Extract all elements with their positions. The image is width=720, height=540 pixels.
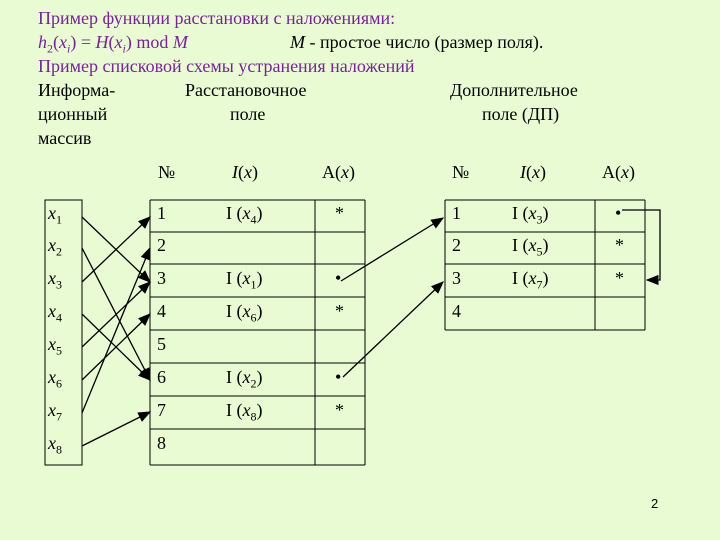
extra-ix-3: I (x7) <box>512 268 549 292</box>
hash-num-4: 4 <box>157 301 166 321</box>
extra-ix-1: I (x3) <box>512 203 549 227</box>
hash-ix-7: I (x8) <box>226 400 263 424</box>
hash-ix-3: I (x1) <box>226 268 263 292</box>
info-item-6: x6 <box>48 367 62 391</box>
arrow-x5 <box>81 281 151 348</box>
info-item-7: x7 <box>48 400 62 424</box>
page-number: 2 <box>651 496 659 511</box>
info-item-8: x8 <box>48 433 62 457</box>
extra-num-2: 2 <box>452 235 461 255</box>
extra-num-3: 3 <box>452 268 461 288</box>
hash-header-ax: A(x) <box>322 162 355 182</box>
info-item-4: x4 <box>48 301 62 325</box>
hash-field-label-2: поле <box>230 104 266 124</box>
pointer-hash3-to-extra1 <box>340 217 445 282</box>
hash-ix-1: I (x4) <box>226 203 263 227</box>
info-item-1: x1 <box>48 203 62 227</box>
extra-ax-2: * <box>615 235 624 255</box>
pointer-extra1-to-extra3 <box>622 209 661 286</box>
extra-header-num: № <box>452 162 470 182</box>
info-item-2: x2 <box>48 235 62 259</box>
extra-header-ax: A(x) <box>602 162 635 182</box>
hash-header-num: № <box>158 162 176 182</box>
pointer-hash6-to-extra3 <box>342 281 444 378</box>
arrow-x3 <box>81 216 151 283</box>
hash-ax-3: • <box>335 268 342 288</box>
extra-ix-2: I (x5) <box>512 235 549 259</box>
arrow-x7 <box>81 246 151 414</box>
formula-note: M - простое число (размер поля). <box>290 32 544 52</box>
info-array-label-1: Информа- <box>38 80 116 100</box>
hash-ax-1: * <box>335 203 344 223</box>
extra-ax-3: * <box>615 268 624 288</box>
info-array-label-3: массив <box>38 128 92 148</box>
extra-ax-1: • <box>615 203 622 223</box>
hash-ax-4: * <box>335 301 344 321</box>
extra-num-4: 4 <box>452 301 461 321</box>
hash-num-2: 2 <box>157 235 166 255</box>
extra-num-1: 1 <box>452 203 461 223</box>
info-item-3: x3 <box>48 268 62 292</box>
info-item-5: x5 <box>48 334 62 358</box>
extra-field-label-1: Дополнительное <box>450 80 578 100</box>
hash-num-1: 1 <box>157 203 166 223</box>
hash-ax-7: * <box>335 400 344 420</box>
hash-num-8: 8 <box>157 433 166 453</box>
heading-line-1: Пример функции расстановки с наложениями… <box>38 8 396 28</box>
hash-num-5: 5 <box>157 334 166 354</box>
hash-ix-6: I (x2) <box>226 367 263 391</box>
arrow-x8 <box>81 411 152 447</box>
info-array-box <box>44 199 83 466</box>
heading-line-3: Пример списковой схемы устранения наложе… <box>38 56 415 76</box>
extra-field-label-2: поле (ДП) <box>482 104 560 124</box>
hash-num-6: 6 <box>157 367 166 387</box>
hash-ax-6: • <box>335 367 342 387</box>
hash-header-ix: I(x) <box>232 162 258 182</box>
formula: h2(xi) = H(xi) mod M <box>38 32 188 56</box>
extra-header-ix: I(x) <box>520 162 546 182</box>
hash-field-label-1: Расстановочное <box>185 80 307 100</box>
hash-num-3: 3 <box>157 268 166 288</box>
hash-num-7: 7 <box>157 400 166 420</box>
info-array-label-2: ционный <box>38 104 108 124</box>
arrow-x6 <box>81 313 151 381</box>
hash-ix-4: I (x6) <box>226 301 263 325</box>
